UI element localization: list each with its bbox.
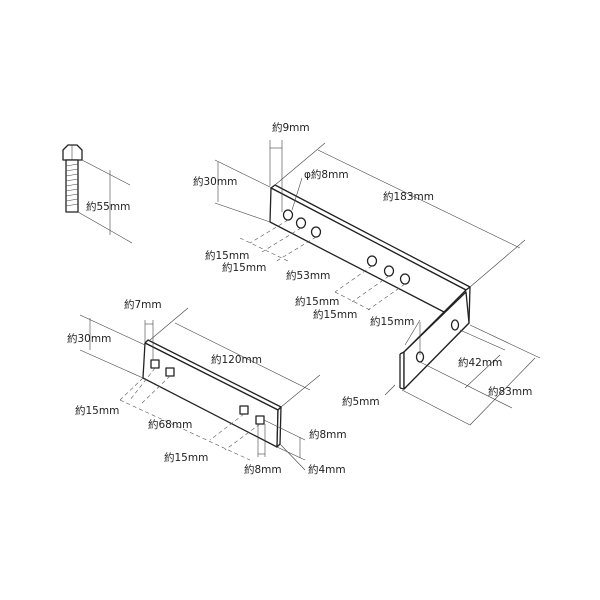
bolt	[62, 144, 133, 244]
plate-hole-h-label: 約8mm	[309, 428, 347, 441]
leg-length-label: 約83mm	[488, 385, 532, 398]
long-length-label: 約183mm	[383, 190, 434, 203]
long-thickness-label: 約5mm	[342, 395, 380, 408]
hole-offset-label: 約9mm	[272, 121, 310, 134]
hole-diameter-label: φ約8mm	[304, 168, 349, 181]
bolt-length-label: 約55mm	[86, 200, 130, 213]
plate-length-label: 約120mm	[211, 353, 262, 366]
long-bracket	[214, 140, 541, 426]
group-gap-label: 約53mm	[286, 269, 330, 282]
plate-group-gap-label: 約68mm	[148, 418, 192, 431]
plate-thickness-label: 約4mm	[308, 463, 346, 476]
pitch-b1-label: 約15mm	[295, 295, 339, 308]
plate-hole-offset-label: 約7mm	[124, 298, 162, 311]
leg-hole-offset-label: 約15mm	[370, 315, 414, 328]
short-plate	[79, 307, 321, 471]
pitch-a1-label: 約15mm	[205, 249, 249, 262]
plate-height-label: 約30mm	[67, 332, 111, 345]
long-height-label: 約30mm	[193, 175, 237, 188]
plate-hole-w-label: 約8mm	[244, 463, 282, 476]
pitch-a2-label: 約15mm	[222, 261, 266, 274]
pitch-b2-label: 約15mm	[313, 308, 357, 321]
leg-hole-pitch-label: 約42mm	[458, 356, 502, 369]
plate-pitch-a-label: 約15mm	[75, 404, 119, 417]
plate-pitch-b-label: 約15mm	[164, 451, 208, 464]
